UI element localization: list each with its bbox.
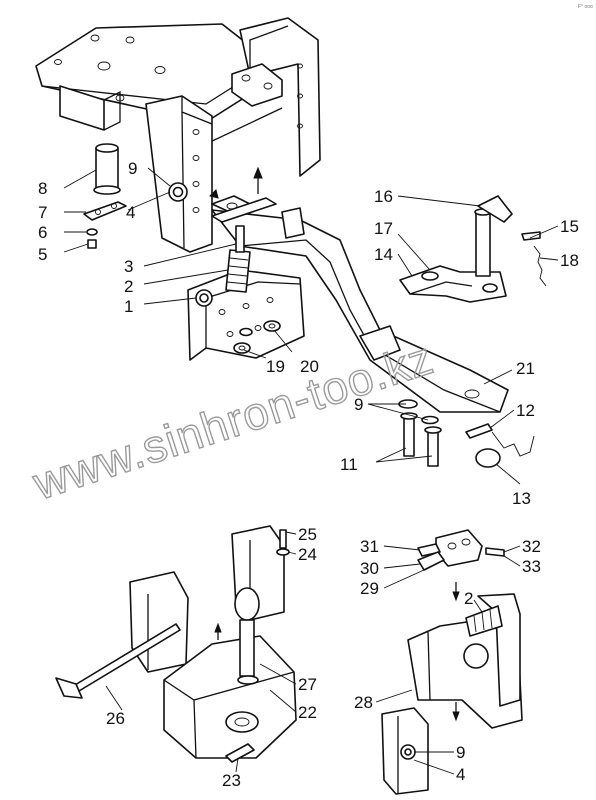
callout-25: 25 xyxy=(298,525,317,544)
pin-8 xyxy=(93,143,121,195)
callout-12: 12 xyxy=(516,401,535,420)
adjuster-screw xyxy=(211,197,277,293)
callout-19: 19 xyxy=(266,357,285,376)
callout-14: 14 xyxy=(374,245,393,264)
callout-9-bottom: 9 xyxy=(456,743,465,762)
callout-13: 13 xyxy=(512,489,531,508)
callout-5: 5 xyxy=(38,245,47,264)
callout-32: 32 xyxy=(522,537,541,556)
callout-17: 17 xyxy=(374,219,393,238)
callout-16: 16 xyxy=(374,187,393,206)
callout-24: 24 xyxy=(298,545,317,564)
callout-7: 7 xyxy=(38,203,47,222)
drawbar-beam xyxy=(211,195,509,413)
callout-20: 20 xyxy=(300,357,319,376)
top-assembly xyxy=(35,17,559,485)
mounting-plate xyxy=(35,23,269,131)
small-parts-left xyxy=(83,201,127,249)
callout-15: 15 xyxy=(560,217,579,236)
callout-6: 6 xyxy=(38,223,47,242)
callout-4-top: 4 xyxy=(126,203,135,222)
callout-2-bottom: 2 xyxy=(464,589,473,608)
right-bracket xyxy=(205,17,321,177)
callout-9-top: 9 xyxy=(128,159,137,178)
callout-23: 23 xyxy=(222,771,241,790)
callout-29: 29 xyxy=(360,579,379,598)
callout-1: 1 xyxy=(124,297,133,316)
callout-28: 28 xyxy=(354,693,373,712)
drawbar-hardware xyxy=(398,399,535,468)
callout-2-top: 2 xyxy=(124,277,133,296)
leader-lines-bottom-left xyxy=(105,531,297,773)
bottom-left-assembly xyxy=(55,525,297,773)
leader-lines-bottom-right xyxy=(375,545,521,775)
callout-labels: 8 7 6 5 9 4 3 2 1 19 20 16 17 14 15 18 2… xyxy=(38,159,579,790)
callout-21: 21 xyxy=(516,359,535,378)
watermark-text: www.sinhron-too.kz xyxy=(26,331,439,510)
callout-26: 26 xyxy=(106,709,125,728)
up-arrow-top-head xyxy=(253,166,263,179)
callout-31: 31 xyxy=(360,537,379,556)
callout-30: 30 xyxy=(360,559,379,578)
nuts xyxy=(233,320,281,354)
corner-code: F° ooo xyxy=(578,4,593,10)
callout-11: 11 xyxy=(340,455,358,474)
small-arrow-top xyxy=(209,189,219,199)
callout-27: 27 xyxy=(298,675,317,694)
callout-9-mid: 9 xyxy=(354,395,363,414)
callout-33: 33 xyxy=(522,557,541,576)
center-column xyxy=(145,95,213,253)
callout-3: 3 xyxy=(124,257,133,276)
hitch-pin-assembly xyxy=(399,195,547,303)
callout-22: 22 xyxy=(298,703,317,722)
leader-lines-top xyxy=(63,167,559,485)
callout-8: 8 xyxy=(38,179,47,198)
callout-18: 18 xyxy=(560,251,579,270)
bottom-right-assembly xyxy=(375,529,523,795)
callout-4-bottom: 4 xyxy=(456,765,465,784)
